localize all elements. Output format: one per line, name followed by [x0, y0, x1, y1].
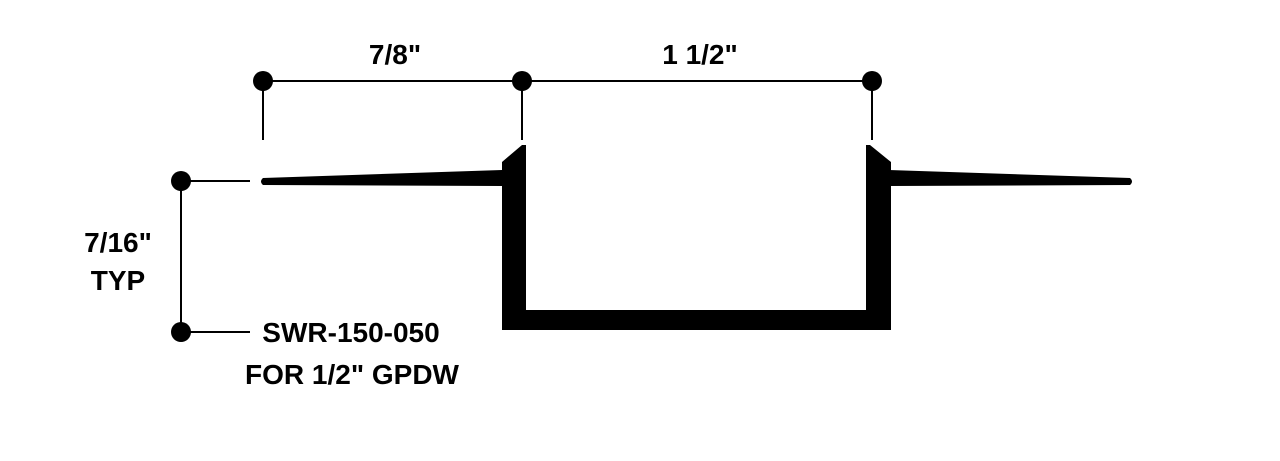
height-dimension: 7/16" TYP — [84, 171, 250, 342]
top-dimension: 7/8" 1 1/2" — [253, 39, 882, 140]
dimension-dot-right — [862, 71, 882, 91]
part-number: SWR-150-050 — [262, 317, 439, 348]
u-channel — [502, 145, 891, 330]
part-label: SWR-150-050 FOR 1/2" GPDW — [245, 317, 460, 390]
right-flange — [888, 170, 1132, 186]
dimension-label-channel: 1 1/2" — [662, 39, 738, 70]
part-description: FOR 1/2" GPDW — [245, 359, 460, 390]
reveal-profile — [261, 145, 1132, 330]
dimension-dot-bottom — [171, 322, 191, 342]
left-flange — [261, 170, 502, 186]
height-label-value: 7/16" — [84, 227, 152, 258]
height-label-typ: TYP — [91, 265, 145, 296]
dimension-dot-left — [253, 71, 273, 91]
dimension-label-flange: 7/8" — [369, 39, 421, 70]
dimension-dot-top — [171, 171, 191, 191]
dimension-dot-middle — [512, 71, 532, 91]
